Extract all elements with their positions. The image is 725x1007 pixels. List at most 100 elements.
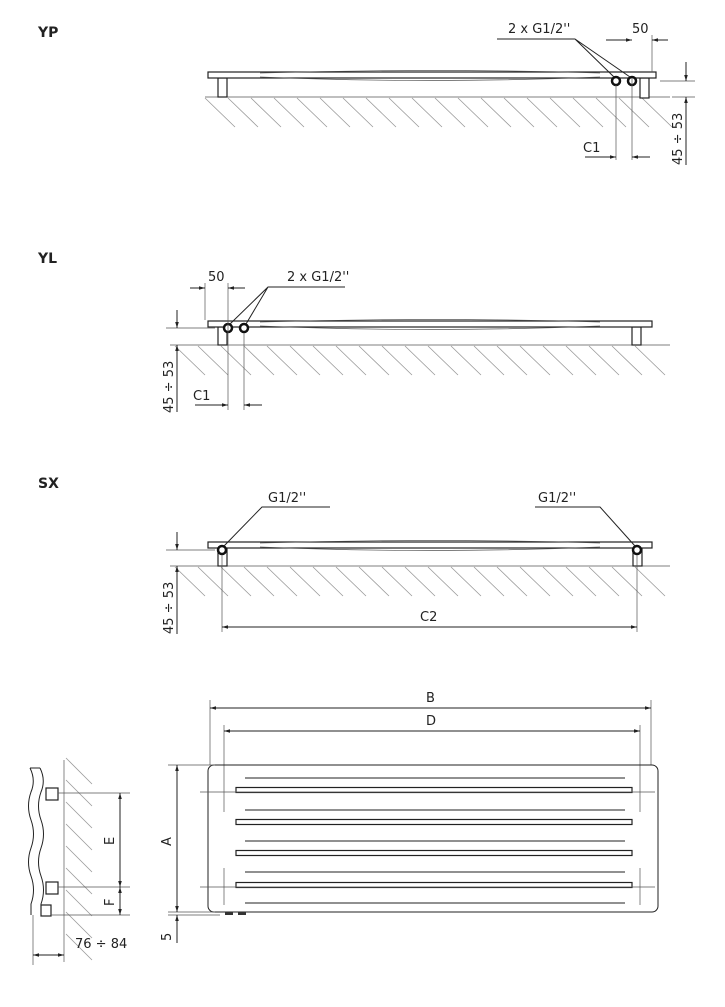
hatch-line	[388, 97, 420, 128]
a-label: A	[160, 837, 175, 846]
hatch-line	[611, 566, 643, 597]
e-label: E	[103, 837, 118, 845]
hatch-line	[480, 97, 512, 128]
connection-label: 2 x G1/2''	[508, 22, 570, 37]
view-yp: YP 2 x G1/2'' 50 C1 45 ÷ 53	[37, 22, 695, 165]
radiator-tube	[235, 818, 633, 826]
hatch-line	[273, 97, 305, 128]
hatch-line	[220, 345, 252, 376]
hatch-line	[358, 345, 390, 376]
pipe-connection	[216, 544, 228, 556]
hatch-line	[404, 566, 436, 597]
connection-label: 2 x G1/2''	[287, 270, 349, 285]
b-label: B	[426, 691, 435, 706]
front-view: B D A 5	[160, 691, 659, 943]
hatch-line	[312, 345, 344, 376]
profile-curve	[259, 70, 601, 81]
depth-label: 76 ÷ 84	[75, 937, 127, 952]
height-label: 45 ÷ 53	[162, 361, 177, 413]
radiator-profile	[207, 71, 657, 79]
hatch-line	[289, 345, 321, 376]
hatch-line	[519, 345, 551, 376]
hatch-line	[266, 566, 298, 597]
hatch-line	[65, 845, 93, 873]
hatch-line	[450, 345, 482, 376]
hatch-line	[243, 566, 275, 597]
hatch-line	[381, 345, 413, 376]
pipe-lower	[45, 881, 59, 895]
hatch-line	[588, 345, 620, 376]
hatch-line	[381, 566, 413, 597]
hatch-line	[65, 933, 93, 961]
c1-label: C1	[193, 389, 210, 404]
hatch-line	[450, 566, 482, 597]
hatch-line	[519, 566, 551, 597]
hatch-line	[588, 566, 620, 597]
connection-label-right: G1/2''	[538, 491, 576, 506]
hatch-line	[358, 566, 390, 597]
hatch-line	[526, 97, 558, 128]
hatch-line	[65, 889, 93, 917]
hatch-line	[296, 97, 328, 128]
pipe-upper	[45, 787, 59, 801]
side-view: E F 76 ÷ 84	[28, 760, 130, 965]
hatch-line	[65, 801, 93, 829]
panel-profile	[28, 767, 44, 915]
hatch-line	[335, 566, 367, 597]
hatch-line	[319, 97, 351, 128]
hatch-line	[243, 345, 275, 376]
gap-label: 5	[160, 933, 175, 941]
bracket-right	[639, 77, 650, 99]
panel-slots	[235, 777, 633, 904]
radiator-tube	[235, 786, 633, 794]
view-label-yp: YP	[37, 25, 58, 41]
hatch-line	[312, 566, 344, 597]
hatch-line	[227, 97, 259, 128]
hatch-line	[496, 566, 528, 597]
height-label: 45 ÷ 53	[162, 582, 177, 634]
hatch-line	[65, 757, 93, 785]
hatch-line	[174, 345, 206, 376]
pipe-connection	[631, 544, 643, 556]
c2-label: C2	[420, 610, 437, 625]
d-label: D	[426, 714, 436, 729]
offset-label: 50	[632, 22, 649, 37]
view-label-sx: SX	[38, 476, 59, 492]
centerlines	[200, 791, 655, 888]
hatch-line	[427, 566, 459, 597]
hatch-line	[434, 97, 466, 128]
hatch-line	[335, 345, 367, 376]
hatch-line	[634, 345, 666, 376]
hatch-line	[289, 566, 321, 597]
hatch-line	[473, 566, 505, 597]
radiator-tube	[235, 849, 633, 857]
view-sx: SX G1/2'' G1/2'' C2 45 ÷ 53	[38, 476, 670, 634]
hatch-line	[404, 345, 436, 376]
radiator-profile	[207, 320, 653, 328]
radiator-panel	[207, 764, 659, 913]
hatch-line	[365, 97, 397, 128]
hatch-line	[618, 97, 650, 128]
c1-label: C1	[583, 141, 600, 156]
view-label-yl: YL	[37, 251, 57, 267]
hatch-line	[65, 911, 93, 939]
hatch-line	[197, 345, 229, 376]
bracket-left	[217, 77, 228, 98]
leader-line	[497, 38, 631, 78]
hatch-line	[549, 97, 581, 128]
view-yl: YL 2 x G1/2'' 50 C1 45 ÷ 53	[37, 251, 670, 413]
hatch-line	[565, 345, 597, 376]
hatch-line	[174, 566, 206, 597]
hatch-line	[411, 97, 443, 128]
hatch-line	[250, 97, 282, 128]
f-label: F	[103, 899, 118, 906]
radiator-profile	[207, 541, 653, 549]
hatch-line	[65, 823, 93, 851]
hatch-line	[473, 345, 505, 376]
hatch-line	[572, 97, 604, 128]
hatch-line	[427, 345, 459, 376]
radiator-tube	[235, 881, 633, 889]
hatch-line	[611, 345, 643, 376]
wall-hatching	[65, 97, 673, 961]
hatch-line	[457, 97, 489, 128]
